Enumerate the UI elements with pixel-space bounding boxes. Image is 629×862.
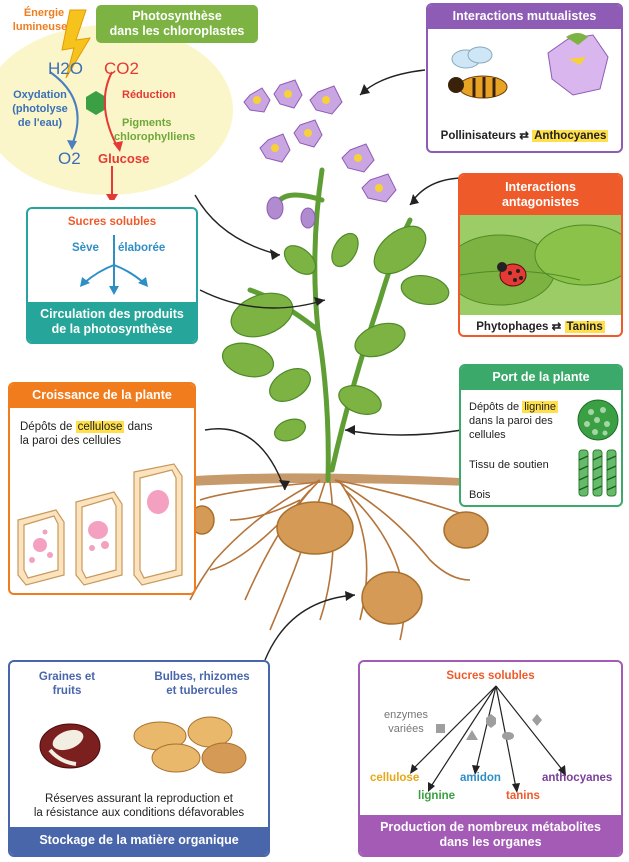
bee-icon xyxy=(448,46,508,99)
pollinisateurs-label: Pollinisateurs xyxy=(440,130,517,142)
o2-label: O2 xyxy=(58,149,81,168)
seve-label: Sève xyxy=(72,242,99,254)
glucose-label: Glucose xyxy=(98,151,149,166)
lightning-icon xyxy=(61,9,91,79)
h2o-label: H2O xyxy=(48,59,83,78)
bulbes-label-1: Bulbes, rhizomes xyxy=(154,671,250,683)
stockage-title: Stockage de la matière organique xyxy=(10,827,268,855)
croissance-text-c: la paroi des cellules xyxy=(20,435,122,447)
energie-label-2: lumineuse xyxy=(13,21,67,33)
cellulose-highlight: cellulose xyxy=(75,421,125,433)
storage-illustration xyxy=(39,716,247,774)
bean-icon xyxy=(39,723,101,769)
photosynthesis-title: Photosynthèse dans les chloroplastes xyxy=(96,5,258,43)
oxydation-label-1: Oxydation xyxy=(13,89,67,101)
reserves-text: Réserves assurant la reproduction et la … xyxy=(10,792,268,820)
port-depots-text: Dépôts de lignine dans la paroi des cell… xyxy=(469,400,559,442)
mutualistes-title: Interactions mutualistes xyxy=(428,5,621,29)
pigments-label-2: chlorophylliens xyxy=(114,131,195,143)
production-title-line-1: Production de nombreux métabolites xyxy=(380,820,601,834)
reduction-label: Réduction xyxy=(122,89,176,101)
co2-label: CO2 xyxy=(104,59,139,78)
circulation-sucres: Sucres solubles xyxy=(67,216,157,228)
enzyme-shapes xyxy=(436,714,542,740)
energie-label-1: Énergie xyxy=(24,6,64,19)
leaves xyxy=(221,225,450,442)
port-depots-b-1: dans la paroi des xyxy=(469,415,553,427)
bee-flower-illustration xyxy=(428,29,621,119)
graines-label-1: Graines et xyxy=(38,671,96,683)
circulation-title: Circulation des produits de la photosynt… xyxy=(28,302,196,342)
roots xyxy=(189,479,481,641)
pigments-label-1: Pigments xyxy=(122,117,172,129)
cell-growth-illustration xyxy=(17,463,183,586)
production-title-line-2: dans les organes xyxy=(439,835,542,849)
circulation-title-line-2: de la photosynthèse xyxy=(51,322,173,336)
port-panel: Port de la plante Dépôts de lignine dans… xyxy=(459,364,623,507)
lignine-highlight: lignine xyxy=(522,401,559,413)
elaboree-label: élaborée xyxy=(118,242,166,254)
enzymes-label: enzymes variées xyxy=(376,708,436,736)
stockage-panel: Graines et fruits Bulbes, rhizomes et tu… xyxy=(8,660,270,857)
exchange-arrows-icon: ⇄ xyxy=(551,321,562,333)
antagonistes-title: Interactions antagonistes xyxy=(460,175,621,215)
production-title: Production de nombreux métabolites dans … xyxy=(360,815,621,855)
production-sucres: Sucres solubles xyxy=(446,670,535,682)
croissance-title: Croissance de la plante xyxy=(10,384,194,408)
tubers xyxy=(189,501,489,625)
croissance-text-a: Dépôts de xyxy=(20,421,76,433)
graines-label: Graines et fruits xyxy=(24,670,110,698)
potatoes-icon xyxy=(133,716,247,774)
antagonistes-title-line-1: Interactions xyxy=(505,180,576,194)
exchange-arrows-icon: ⇄ xyxy=(519,130,529,142)
croissance-text-b: dans xyxy=(124,421,153,433)
tanins-label: tanins xyxy=(506,790,540,802)
photosynthesis-bubble xyxy=(0,25,233,195)
enzymes-label-1: enzymes xyxy=(383,709,429,721)
potato-flower-icon xyxy=(547,33,609,96)
ladybug-leaf-illustration xyxy=(460,215,621,315)
tanins-highlight: Tanins xyxy=(564,321,605,333)
croissance-text: Dépôts de cellulose dans la paroi des ce… xyxy=(20,420,153,448)
circulation-panel: Sucres solubles Sève élaborée Circulatio… xyxy=(26,207,198,344)
sap-arrows xyxy=(80,235,148,295)
antagonistes-title-line-2: antagonistes xyxy=(501,195,580,209)
circulation-title-line-1: Circulation des produits xyxy=(40,307,184,321)
anthocyanes-highlight: Anthocyanes xyxy=(532,130,609,142)
mutualistes-panel: Interactions mutualistes Pollinisateurs … xyxy=(426,3,623,153)
mutualistes-relation: Pollinisateurs ⇄ Anthocyanes xyxy=(428,129,621,143)
graines-label-2: fruits xyxy=(52,685,82,697)
reserves-text-2: la résistance aux conditions défavorable… xyxy=(33,807,245,819)
bulbes-label-2: et tubercules xyxy=(166,685,238,697)
photosynthesis-title-line-1: Photosynthèse xyxy=(132,9,222,23)
flowers xyxy=(243,79,397,229)
amidon-label: amidon xyxy=(460,772,501,784)
antagonistes-panel: Interactions antagonistes Phytophages ⇄ … xyxy=(458,173,623,337)
lignin-illustration xyxy=(577,399,619,497)
bois-label: Bois xyxy=(469,489,491,501)
cellulose-label: cellulose xyxy=(370,772,420,784)
reserves-text-1: Réserves assurant la reproduction et xyxy=(45,793,233,805)
production-panel: Sucres solubles enzymes variées cellulos… xyxy=(358,660,623,857)
photosynthesis-panel: Énergie lumineuse H2O CO2 Oxydation (pho… xyxy=(0,6,233,200)
photosynthesis-title-line-2: dans les chloroplastes xyxy=(109,24,245,38)
antagonistes-relation: Phytophages ⇄ Tanins xyxy=(460,320,621,334)
metabolite-tree xyxy=(410,685,566,793)
ladybug-icon xyxy=(497,262,527,287)
chlorophyll-icon xyxy=(86,91,106,115)
port-title: Port de la plante xyxy=(461,366,621,390)
bulbes-label: Bulbes, rhizomes et tubercules xyxy=(142,670,262,698)
lignine-label: lignine xyxy=(418,790,456,802)
enzymes-label-2: variées xyxy=(388,723,424,735)
port-depots-b-2: cellules xyxy=(469,429,506,441)
tissu-label: Tissu de soutien xyxy=(469,459,549,471)
port-depots-a: Dépôts de xyxy=(469,401,523,413)
phytophages-label: Phytophages xyxy=(476,321,549,333)
croissance-panel: Croissance de la plante Dépôts de cellul… xyxy=(8,382,196,595)
connector-arrows xyxy=(194,69,463,661)
anthocyanes-label: anthocyanes xyxy=(542,772,613,784)
oxydation-label-2: (photolyse xyxy=(12,103,68,115)
oxydation-label-3: de l'eau) xyxy=(18,117,63,129)
